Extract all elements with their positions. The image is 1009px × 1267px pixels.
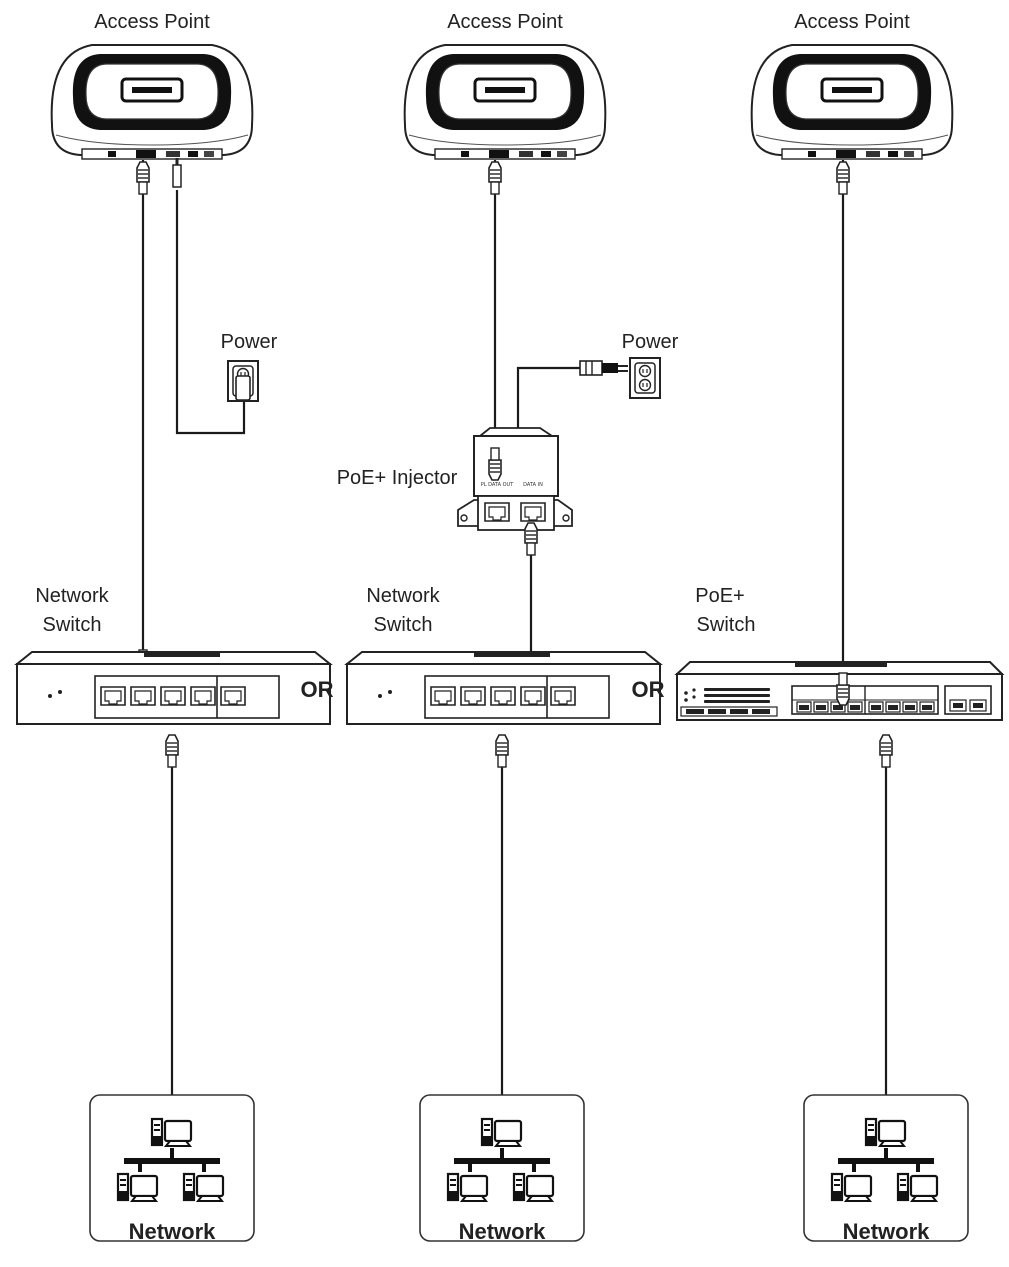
power-plug-icon [579, 360, 628, 376]
rj45-connector-icon [524, 522, 538, 556]
power-outlet-icon [629, 357, 661, 399]
rj45-connector-icon [136, 161, 150, 195]
or-label-1: OR [301, 677, 334, 702]
poe-injector-label: PoE+ Injector [337, 467, 458, 489]
access-point-label-3: Access Point [794, 11, 910, 33]
power-plug-icon [172, 158, 182, 188]
access-point-icon [403, 43, 607, 161]
power-label-1: Power [221, 331, 278, 353]
power-cable [175, 190, 246, 435]
option-2-poe-injector: Access Point Power PoE+ Injector PL DATA [337, 11, 679, 1244]
network-switch-label-2: Network [366, 585, 440, 607]
access-point-icon [750, 43, 954, 161]
access-point-label-1: Access Point [94, 11, 210, 33]
poe-injector-icon: PL DATA OUT DATA IN [457, 427, 573, 531]
network-switch-label-1b: Switch [43, 614, 102, 636]
network-label-2: Network [459, 1219, 547, 1244]
rj45-connector-icon [836, 161, 850, 195]
power-outlet-icon [227, 360, 259, 402]
rj45-connector-icon [488, 161, 502, 195]
or-label-2: OR [632, 677, 665, 702]
rj45-connector-icon [836, 672, 850, 706]
injector-port-in-label: DATA IN [523, 482, 543, 488]
injector-port-out-label: PL DATA OUT [481, 482, 514, 488]
rj45-connector-icon [165, 734, 179, 768]
rj45-connector-icon [488, 447, 502, 481]
option-3-poe-switch: Access Point PoE+ Switch [674, 11, 1005, 1244]
access-point-label-2: Access Point [447, 11, 563, 33]
poe-switch-label-line1: PoE+ [695, 585, 744, 607]
option-1-non-poe-switch: Access Point Power Network Switch Ne [16, 11, 331, 1244]
access-point-icon [50, 43, 254, 161]
poe-switch-label-line2: Switch [697, 614, 756, 636]
network-label-1: Network [129, 1219, 217, 1244]
network-switch-icon [16, 651, 331, 725]
power-label-2: Power [622, 331, 679, 353]
network-label-3: Network [843, 1219, 931, 1244]
network-switch-label-1: Network [35, 585, 109, 607]
network-switch-icon [346, 651, 661, 725]
network-switch-label-2b: Switch [374, 614, 433, 636]
power-cable [516, 366, 580, 428]
rj45-connector-icon [495, 734, 509, 768]
rj45-connector-icon [879, 734, 893, 768]
